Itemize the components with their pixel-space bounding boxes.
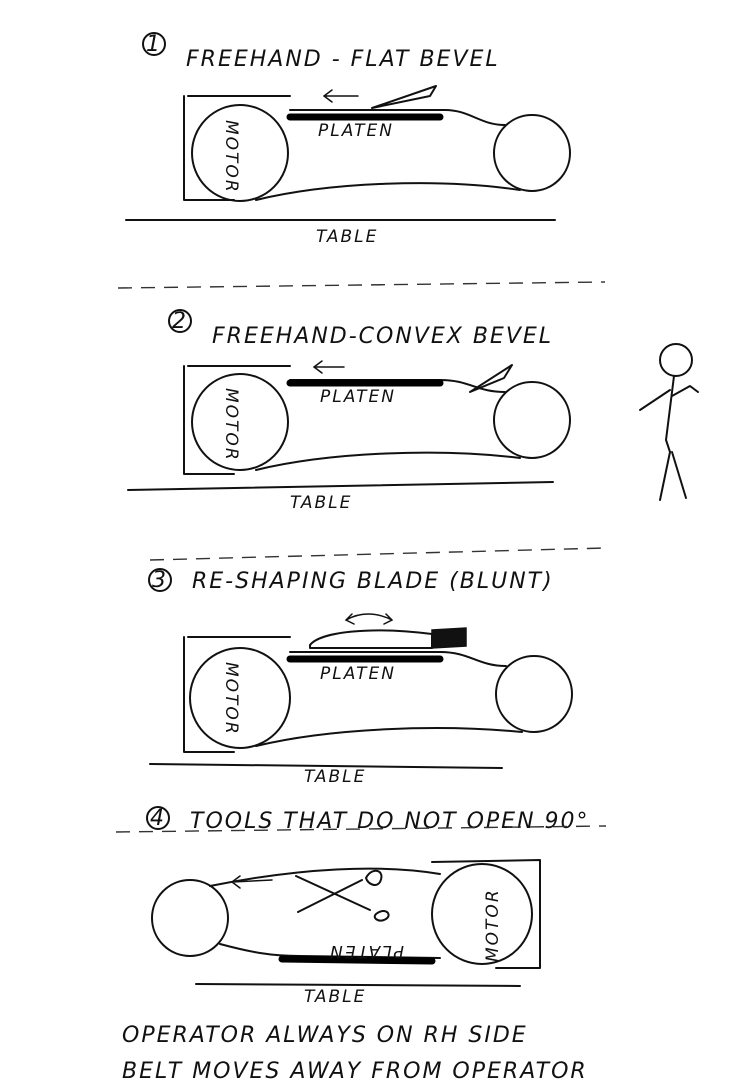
section-1-number-circle [142,32,166,56]
section-1-motor-wheel [191,104,289,202]
section-2-table-label: TABLE [290,493,352,513]
section-4-number-circle [146,806,170,830]
section-4-underline [115,825,607,833]
section-4-tool-arm-a [295,875,390,922]
section-2-diagram: 2 FREEHAND-CONVEX BEVEL PLATEN MOTOR TAB… [127,309,571,513]
section-2-motor-label: MOTOR [221,388,241,462]
section-3-blade [309,629,433,649]
divider-1 [117,281,606,289]
section-3-table-label: TABLE [304,767,366,787]
section-4-tool-arm-b [297,869,383,913]
section-1-belt-top [289,109,506,126]
section-3-diagram: 3 RE-SHAPING BLADE (BLUNT) PLATEN MOTOR … [148,568,573,787]
section-1-motor-label: MOTOR [221,120,241,194]
section-3-idler-wheel [495,655,573,733]
section-4-platen-label: PLATEN [328,941,404,961]
section-3-motion-arrow [344,613,394,625]
section-2-direction-arrow [312,360,345,374]
section-1-idler-wheel [493,114,571,192]
section-1-platen-label: PLATEN [318,121,394,141]
note-line-1: OPERATOR ALWAYS ON RH SIDE [122,1023,528,1048]
section-1-number: 1 [146,32,162,57]
section-3-blade-handle [431,627,467,649]
section-3-number: 3 [152,568,168,593]
section-4-number: 4 [150,806,166,831]
section-1-housing-side [183,95,235,201]
section-1-belt-bottom [255,182,521,201]
section-3-motor-wheel [189,647,291,749]
section-3-belt-bottom [255,727,523,747]
section-2-motor-wheel [191,373,289,471]
section-2-title: FREEHAND-CONVEX BEVEL [212,324,553,349]
divider-2 [149,547,607,561]
section-4-direction-arrow [230,875,273,889]
section-1-table-label: TABLE [316,227,378,247]
section-2-number-circle [168,309,192,333]
section-3-belt-top [289,651,507,667]
section-4-diagram: 4 TOOLS THAT DO NOT OPEN 90° PLATEN MOTO… [115,806,607,1007]
section-3-motor-label: MOTOR [221,662,241,736]
section-3-platen-label: PLATEN [320,664,396,684]
section-2-housing-side [183,365,235,475]
note-line-2: BELT MOVES AWAY FROM OPERATOR [122,1059,588,1084]
section-4-housing [431,859,541,969]
operator-arms [639,385,699,411]
section-1-title: FREEHAND - FLAT BEVEL [186,47,500,72]
section-4-motor-wheel [431,863,533,965]
section-1-direction-arrow [322,89,359,103]
section-2-number: 2 [172,309,188,334]
section-4-table-label: TABLE [304,987,366,1007]
operator-stick-figure [639,343,699,501]
section-4-table-line [195,983,521,987]
operator-body [665,375,675,453]
section-2-idler-wheel [493,381,571,459]
section-3-title: RE-SHAPING BLADE (BLUNT) [192,569,554,594]
section-4-title: TOOLS THAT DO NOT OPEN 90° [190,809,590,834]
section-3-number-circle [148,568,172,592]
operator-head [659,343,693,377]
section-1-diagram: 1 FREEHAND - FLAT BEVEL PLATEN MOTOR TAB… [125,32,571,247]
section-3-housing-side [183,636,235,753]
section-2-belt-bottom [255,451,521,471]
section-4-idler-wheel [151,879,229,957]
section-3-table-line [149,763,503,769]
section-2-platen-label: PLATEN [320,387,396,407]
section-2-table-line [127,481,554,491]
operator-legs [659,451,687,501]
section-2-blade [469,364,513,393]
section-4-platen-bar [278,955,436,965]
section-4-motor-label: MOTOR [483,888,503,962]
section-4-belt-top [209,867,441,887]
section-1-blade [371,85,437,109]
